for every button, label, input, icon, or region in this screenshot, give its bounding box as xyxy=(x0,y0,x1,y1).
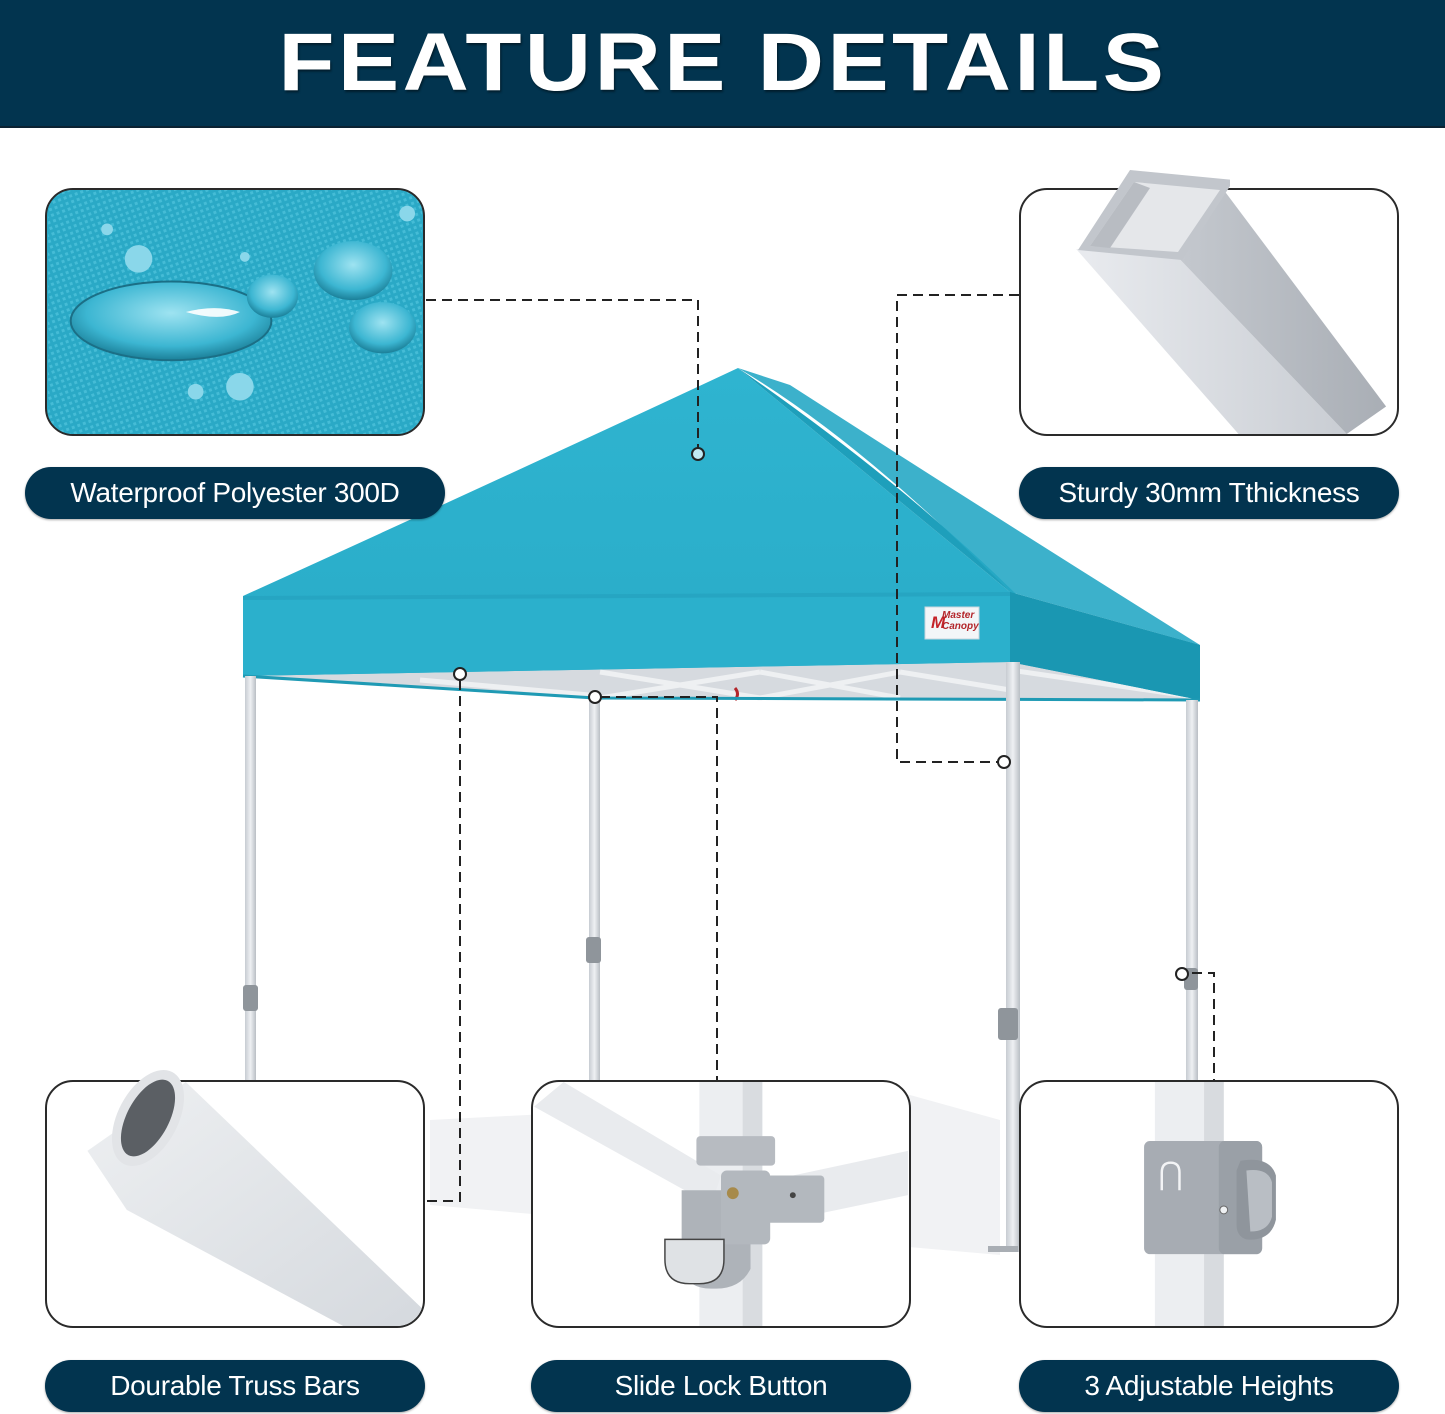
height-adjust-button-icon xyxy=(1144,1082,1276,1326)
page-title: FEATURE DETAILS xyxy=(278,17,1167,108)
feature-label-slide-lock: Slide Lock Button xyxy=(531,1360,911,1412)
oval-tube-top xyxy=(111,1069,185,1167)
feature-label-truss: Dourable Truss Bars xyxy=(45,1360,425,1412)
feature-image-truss xyxy=(45,1080,425,1328)
square-tube-top xyxy=(1078,170,1230,260)
oval-tube-icon xyxy=(87,1082,422,1326)
brand-label-text: Master Canopy xyxy=(942,610,979,632)
header-banner: FEATURE DETAILS xyxy=(0,0,1445,128)
water-droplets-icon xyxy=(48,190,422,434)
feature-label-heights: 3 Adjustable Heights xyxy=(1019,1360,1399,1412)
feature-label-fabric: Waterproof Polyester 300D xyxy=(25,467,445,519)
feature-image-slide-lock xyxy=(531,1080,911,1328)
square-tube-icon xyxy=(1076,190,1387,434)
feature-label-leg: Sturdy 30mm Tthickness xyxy=(1019,467,1399,519)
feature-image-heights xyxy=(1019,1080,1399,1328)
feature-image-fabric xyxy=(45,188,425,436)
slide-lock-bracket-icon xyxy=(534,1082,908,1326)
